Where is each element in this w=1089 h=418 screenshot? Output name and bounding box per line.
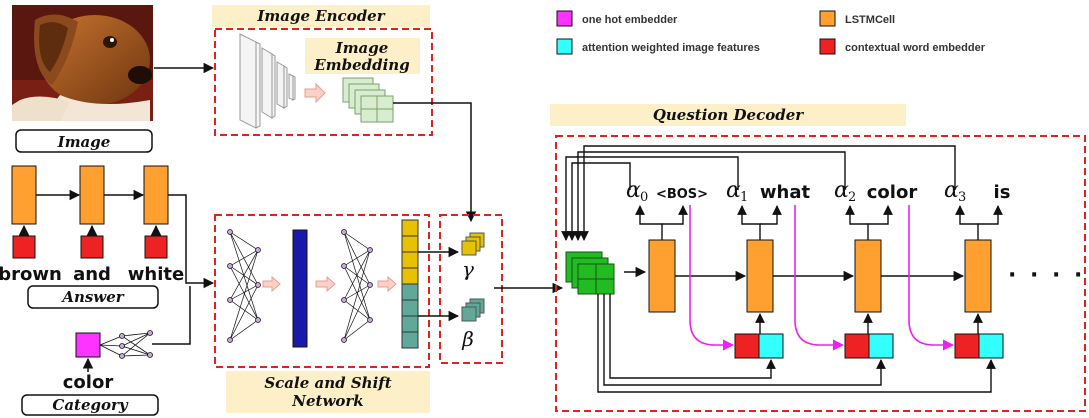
legend-swatch-word bbox=[819, 38, 836, 55]
image-embedding-title-bg bbox=[305, 38, 420, 74]
decoder-token-0: <BOS> bbox=[656, 187, 708, 202]
alpha-subscript-1: 1 bbox=[740, 190, 748, 205]
answer-word-embedders bbox=[12, 235, 168, 259]
beta-cube bbox=[461, 298, 485, 322]
answer-to-film-arrow bbox=[168, 194, 215, 289]
token-feedback-lines bbox=[689, 205, 955, 351]
beta-label: β bbox=[461, 327, 474, 351]
scale-shift-box bbox=[214, 214, 430, 368]
dog-photo bbox=[12, 5, 153, 121]
category-to-film-arrow bbox=[152, 286, 191, 345]
image-embedding-cube bbox=[342, 77, 394, 123]
decoder-input-pairs bbox=[734, 333, 1004, 359]
answer-label: Answer bbox=[60, 288, 124, 306]
attention-feature-cube bbox=[565, 251, 615, 295]
scale-shift-title-line2: Network bbox=[291, 392, 363, 410]
film-flow-arrow-1 bbox=[262, 275, 281, 293]
cnn-layers bbox=[239, 33, 296, 129]
category-label: Category bbox=[52, 396, 129, 414]
image-embedding-title-line1: Image bbox=[335, 39, 389, 57]
lstm-output-forks bbox=[635, 205, 1003, 240]
category-onehot-box bbox=[75, 332, 101, 358]
category-label-box bbox=[21, 394, 159, 416]
input-pair-to-lstm-arrows bbox=[755, 313, 983, 334]
decoder-ellipsis: · · · · · · bbox=[1008, 263, 1089, 288]
image-encoder-title-bg bbox=[212, 5, 430, 27]
decoder-token-2: color bbox=[867, 182, 918, 203]
decoder-token-1: what bbox=[760, 182, 811, 203]
legend-label-onehot: one hot embedder bbox=[582, 14, 678, 26]
gamma-label: γ bbox=[462, 257, 474, 281]
legend-swatch-attn bbox=[556, 38, 573, 55]
attention-feedback-lines bbox=[561, 145, 956, 241]
image-encoder-box bbox=[214, 28, 433, 136]
image-label-box bbox=[15, 129, 153, 153]
alpha-subscript-0: 0 bbox=[640, 190, 648, 205]
alpha-subscript-3: 3 bbox=[958, 190, 966, 205]
category-word: color bbox=[63, 372, 114, 393]
legend-label-word: contextual word embedder bbox=[845, 42, 986, 54]
answer-word-2: white bbox=[128, 264, 184, 285]
gamma-cube bbox=[461, 232, 485, 256]
alpha-symbol-2: α bbox=[834, 178, 849, 203]
cube-to-attention-lines bbox=[597, 294, 996, 393]
image-encoder-title: Image Encoder bbox=[256, 7, 385, 25]
answer-lstm-cells bbox=[11, 165, 169, 225]
alpha-symbol-3: α bbox=[944, 178, 959, 203]
embedding-to-film-arrow bbox=[393, 102, 477, 223]
alpha-subscript-2: 2 bbox=[848, 190, 856, 205]
film-flow-arrow-3 bbox=[377, 275, 397, 293]
encoder-flow-arrow bbox=[304, 82, 326, 104]
question-decoder-box bbox=[555, 135, 1086, 412]
film-params-box bbox=[439, 214, 503, 364]
image-embedding-title-line2: Embedding bbox=[313, 56, 409, 74]
film-flow-arrow-2 bbox=[315, 275, 336, 293]
answer-embed-arrows bbox=[18, 224, 162, 236]
film-mlp-right bbox=[341, 229, 373, 343]
film-output-vector bbox=[401, 219, 419, 349]
answer-word-1: and bbox=[73, 264, 111, 285]
film-mlp-left bbox=[227, 229, 261, 343]
alpha-symbol-1: α bbox=[726, 178, 741, 203]
legend-label-attn: attention weighted image features bbox=[582, 42, 760, 54]
scale-shift-title-line1: Scale and Shift bbox=[264, 374, 391, 392]
answer-label-box bbox=[27, 285, 159, 309]
legend-swatch-onehot bbox=[556, 10, 573, 27]
question-decoder-title: Question Decoder bbox=[653, 106, 804, 124]
answer-word-0: brown bbox=[0, 264, 62, 285]
legend-label-lstm: LSTMCell bbox=[845, 14, 895, 26]
film-hidden-layer bbox=[292, 229, 308, 348]
question-decoder-title-bg bbox=[550, 104, 906, 126]
decoder-lstm-cells bbox=[648, 239, 992, 313]
image-label: Image bbox=[57, 133, 111, 151]
category-mini-mlp bbox=[99, 330, 153, 359]
decoder-token-3: is bbox=[994, 182, 1011, 203]
alpha-symbol-0: α bbox=[626, 178, 641, 203]
legend-swatch-lstm bbox=[819, 10, 836, 27]
scale-shift-title-bg bbox=[226, 371, 430, 413]
